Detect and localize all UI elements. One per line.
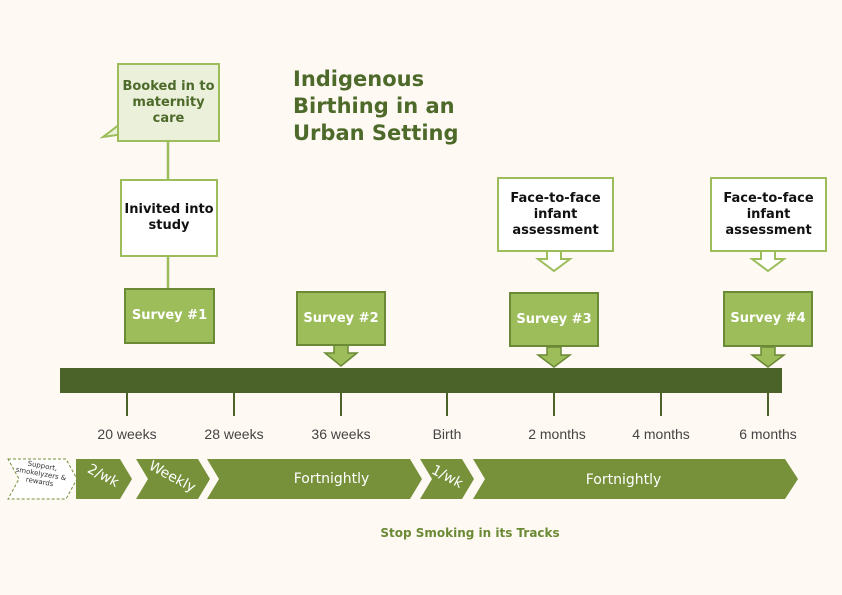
survey-box: Survey #3 [509,292,599,347]
timeline-bar [60,368,782,393]
tick-label: 36 weeks [311,426,371,442]
assessment-box-text: Face-to-face infant assessment [723,190,814,238]
support-chevron [7,458,78,500]
survey-box: Survey #1 [124,288,215,344]
diagram-caption: Stop Smoking in its Tracks [380,526,560,540]
tick-label: 20 weeks [97,426,157,442]
schedule-label: Fortnightly [585,472,662,488]
booked-callout-text: Booked in to maternity care [122,78,215,126]
tick-label: 2 months [528,426,586,442]
assessment-arrow [535,250,573,273]
survey-label: Survey #3 [516,311,592,327]
survey-box: Survey #4 [723,291,813,347]
tick-label: 4 months [632,426,690,442]
survey-label: Survey #2 [303,310,379,326]
schedule-chevron [207,459,422,499]
schedule-label: Fortnightly [293,471,370,487]
survey-arrow [535,346,573,368]
diagram-title: Indigenous Birthing in an Urban Setting [293,67,459,145]
assessment-arrow [749,250,787,273]
survey-arrow [322,344,360,367]
tick-label: 28 weeks [204,426,264,442]
invited-box-text: Inivited into study [124,202,214,233]
invited-box: Inivited into study [120,179,218,257]
schedule-chevron [473,459,798,499]
tick-label: 6 months [739,426,797,442]
schedule-chevron [420,459,474,499]
schedule-chevron [76,459,132,499]
schedule-chevron [136,459,210,499]
survey-arrow [749,346,787,368]
assessment-box-text: Face-to-face infant assessment [510,190,601,238]
timeline-ticks [126,393,769,416]
assessment-box: Face-to-face infant assessment [497,177,614,252]
survey-box: Survey #2 [296,291,386,346]
survey-label: Survey #4 [730,311,806,326]
booked-callout: Booked in to maternity care [117,63,220,142]
assessment-box: Face-to-face infant assessment [710,177,827,252]
tick-label: Birth [432,426,462,442]
survey-label: Survey #1 [131,308,208,323]
